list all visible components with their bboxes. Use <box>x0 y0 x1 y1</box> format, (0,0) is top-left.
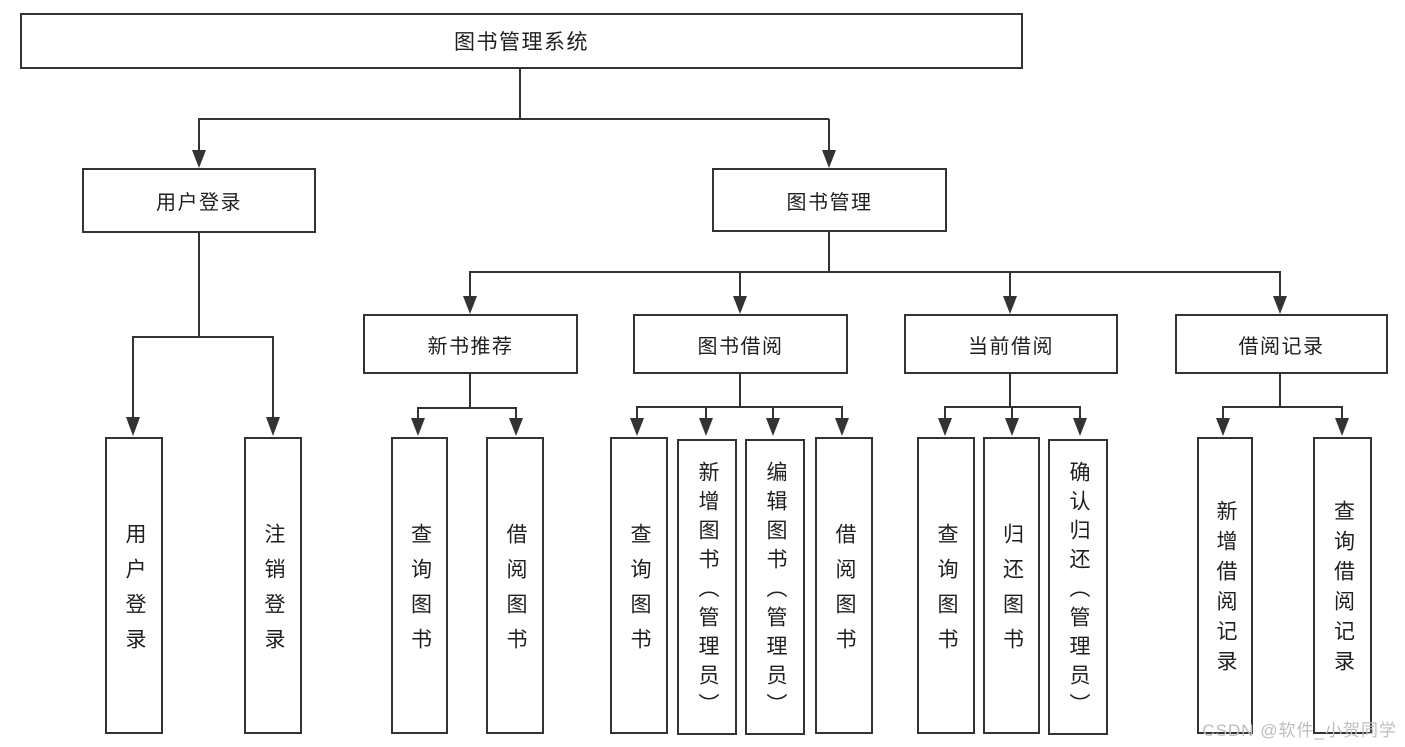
node-book-management: 图书管理 <box>712 168 947 232</box>
node-book-borrowing: 图书借阅 <box>633 314 848 374</box>
node-search-books-borrowing: 查询图书 <box>610 437 668 734</box>
node-borrow-books: 借阅图书 <box>815 437 873 734</box>
node-confirm-return-admin: 确认归还（管理员） <box>1048 439 1108 735</box>
node-new-book-recommendation: 新书推荐 <box>363 314 578 374</box>
node-return-books: 归还图书 <box>983 437 1040 734</box>
node-edit-books-admin: 编辑图书（管理员） <box>745 439 805 735</box>
node-borrow-books-recommend: 借阅图书 <box>486 437 544 734</box>
node-add-books-admin: 新增图书（管理员） <box>677 439 737 735</box>
node-user-login-leaf: 用户登录 <box>105 437 163 734</box>
watermark: CSDN @软件_小贺同学 <box>1202 721 1397 740</box>
node-user-login: 用户登录 <box>82 168 316 233</box>
node-logout: 注销登录 <box>244 437 302 734</box>
node-search-books-current: 查询图书 <box>917 437 975 734</box>
node-library-management-system: 图书管理系统 <box>20 13 1023 69</box>
node-current-borrowing: 当前借阅 <box>904 314 1118 374</box>
node-search-books-recommend: 查询图书 <box>391 437 448 734</box>
node-add-borrow-record: 新增借阅记录 <box>1197 437 1253 734</box>
node-borrowing-records: 借阅记录 <box>1175 314 1388 374</box>
node-search-borrow-record: 查询借阅记录 <box>1313 437 1372 734</box>
